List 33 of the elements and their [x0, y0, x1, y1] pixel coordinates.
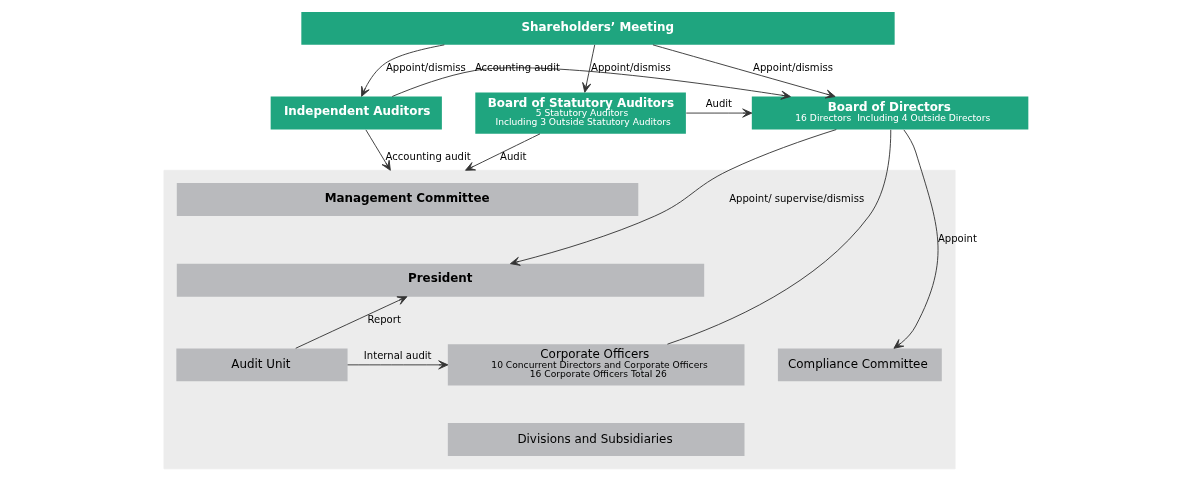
node-box: Independent Auditors	[270, 96, 442, 130]
node-box: Audit Unit	[175, 348, 348, 382]
arrow	[685, 108, 752, 118]
arrow	[509, 129, 837, 266]
edge-label: Audit	[499, 151, 526, 163]
edge-label: Audit	[705, 98, 732, 110]
edge-label: Accounting audit	[474, 62, 560, 74]
edge-label: Accounting audit	[385, 151, 471, 163]
edge-label: Appoint/dismiss	[590, 62, 671, 74]
node-box: Board of Statutory Auditors 5 Statutory Auditors Including 3 Outside Statutory Auditors	[474, 92, 686, 134]
edge-label: Appoint/ supervise/dismiss	[728, 193, 864, 205]
node-box: Compliance Committee	[777, 348, 942, 382]
node-box: Divisions and Subsidiaries	[447, 423, 744, 456]
node-box: Corporate Officers 10 Concurrent Directors and Corporate Officers 16 Corporate Officers Total 26	[447, 344, 744, 386]
edge-label: Appoint/dismiss	[385, 62, 466, 74]
edge-label: Appoint/dismiss	[752, 62, 833, 74]
connector	[666, 129, 891, 345]
edge-label: Appoint	[937, 233, 977, 245]
arrow	[651, 44, 836, 99]
arrow	[391, 67, 791, 100]
node-box: Board of Directors 16 Directors Including 4 Outside Directors	[751, 96, 1028, 130]
arrow	[892, 129, 938, 349]
arrow	[364, 129, 391, 171]
arrow	[294, 296, 407, 349]
arrow	[464, 133, 540, 171]
node-box: Shareholders’ Meeting	[300, 11, 895, 45]
arrow	[346, 360, 448, 370]
edge-label: Report	[367, 314, 401, 326]
node-box: Management Committee	[176, 183, 638, 217]
arrow	[360, 44, 445, 97]
arrow	[581, 44, 595, 93]
edge-label: Internal audit	[363, 350, 432, 362]
node-box: President	[176, 263, 704, 297]
